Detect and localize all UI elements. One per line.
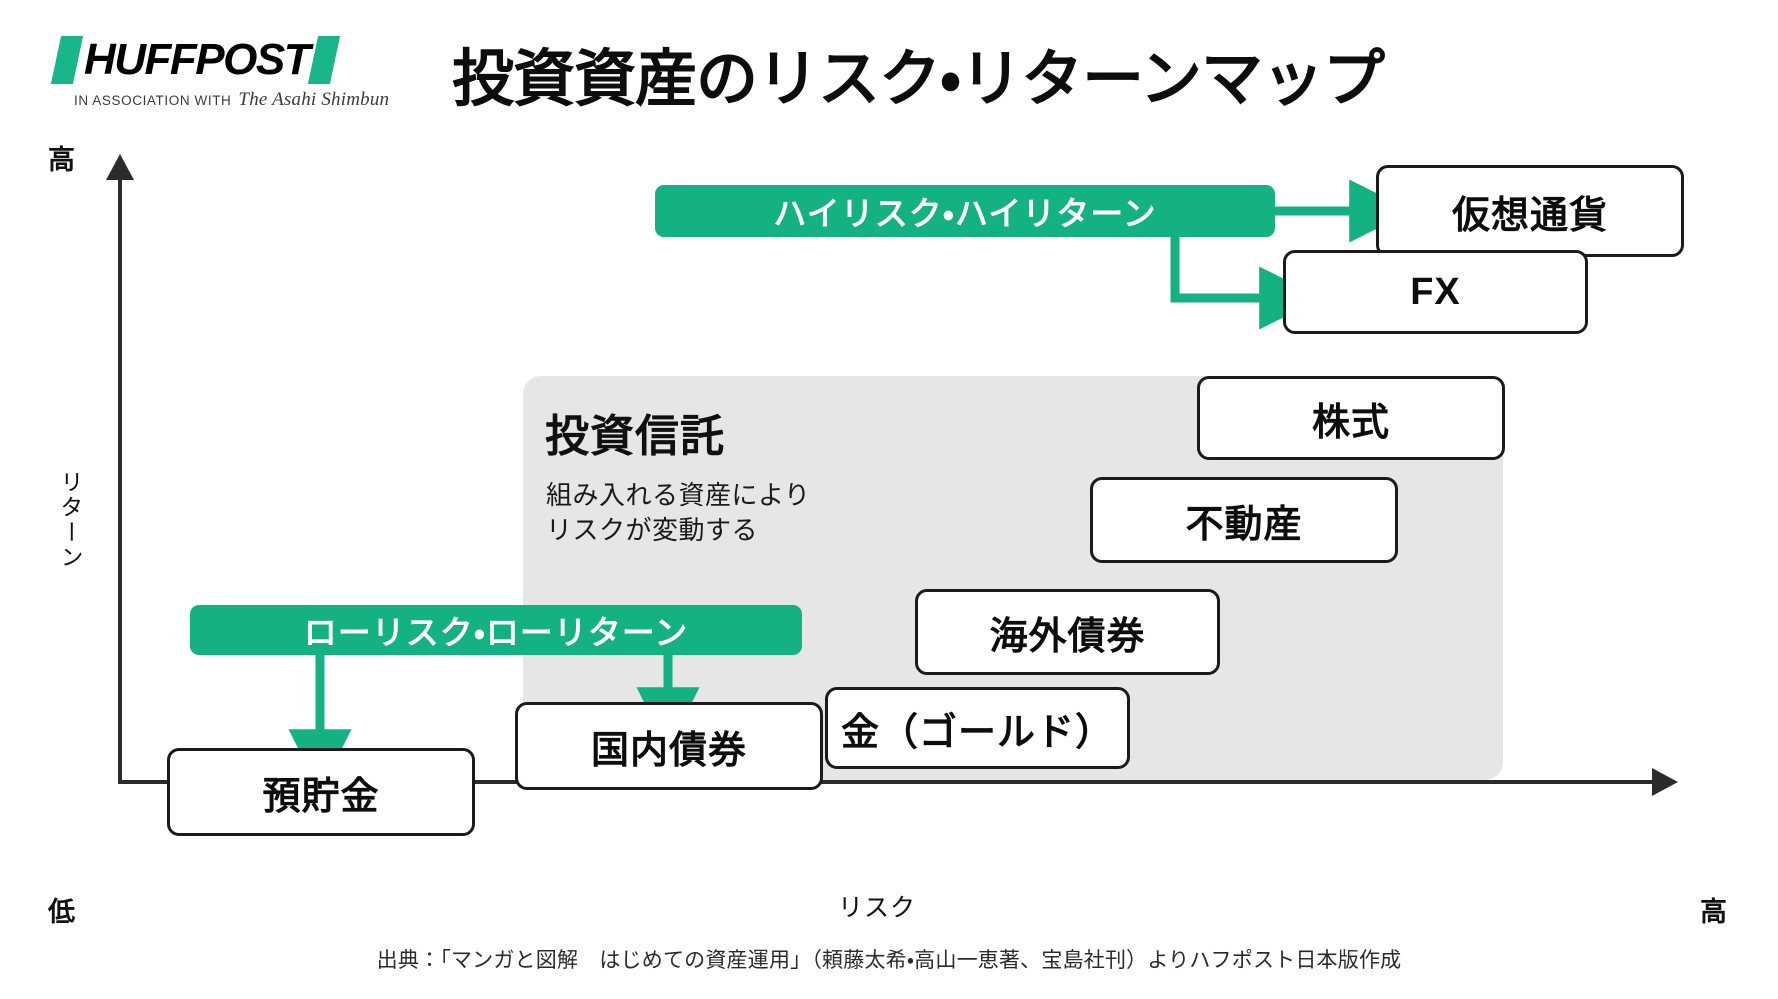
- page-title: 投資資産のリスク・リターンマップ: [452, 42, 1385, 115]
- x-axis-arrow-icon: [1652, 768, 1678, 796]
- investment-trust-title: 投資信託: [545, 412, 725, 461]
- logo-accent-bar-left-icon: [50, 36, 84, 84]
- source-note: 出典：「マンガと図解 はじめての資産運用」（頼藤太希・高山一恵著、宝島社刊）より…: [376, 949, 1402, 972]
- y-axis-line: [118, 176, 122, 784]
- asset-box-stocks: 株式: [1197, 376, 1505, 460]
- y-axis-high-label: 高: [48, 145, 75, 175]
- asset-box-gold: 金（ゴールド）: [825, 687, 1130, 769]
- asset-box-domestic-bonds: 国内債券: [515, 702, 823, 790]
- investment-trust-description: 組み入れる資産により リスクが変動する: [546, 478, 810, 549]
- y-axis-title: リターン: [57, 470, 83, 570]
- asset-box-savings: 預貯金: [167, 748, 475, 836]
- association-partner: The Asahi Shimbun: [238, 89, 390, 110]
- y-axis-arrow-icon: [106, 154, 134, 180]
- logo-association-line: IN ASSOCIATION WITH The Asahi Shimbun: [56, 89, 416, 111]
- x-axis-high-label: 高: [1700, 897, 1727, 927]
- investment-trust-description-line2: リスクが変動する: [546, 515, 759, 546]
- x-axis-title: リスク: [838, 894, 917, 922]
- logo-wordmark-row: HUFFPOST: [50, 35, 416, 84]
- asset-box-real-estate: 不動産: [1090, 477, 1398, 563]
- association-prefix: IN ASSOCIATION WITH: [74, 93, 232, 108]
- logo-wordmark: HUFFPOST: [84, 35, 311, 84]
- asset-box-foreign-bonds: 海外債券: [915, 589, 1220, 675]
- callout-low-risk-low-return: ローリスク・ローリターン: [190, 605, 802, 655]
- asset-box-fx: FX: [1283, 250, 1588, 334]
- x-axis-line: [118, 780, 1670, 784]
- huffpost-logo: HUFFPOST IN ASSOCIATION WITH The Asahi S…: [50, 35, 416, 116]
- callout-high-risk-high-return: ハイリスク・ハイリターン: [655, 185, 1275, 237]
- logo-accent-bar-right-icon: [308, 36, 341, 84]
- y-axis-low-label: 低: [48, 897, 75, 927]
- arrow-to-fx-icon: [1170, 236, 1323, 330]
- investment-trust-description-line1: 組み入れる資産により: [546, 480, 811, 510]
- asset-box-crypto: 仮想通貨: [1376, 165, 1684, 257]
